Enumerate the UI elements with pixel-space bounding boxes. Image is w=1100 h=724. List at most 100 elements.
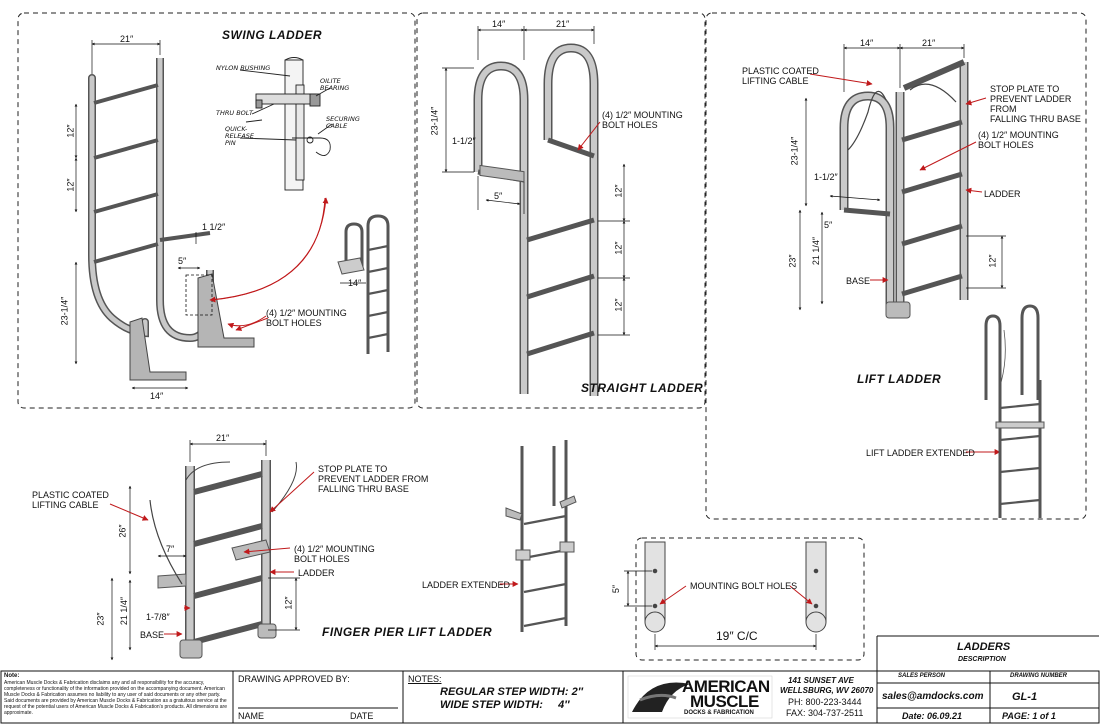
finger-bolt-holes: (4) 1/2″ MOUNTING BOLT HOLES: [294, 544, 375, 564]
straight-dim-21: 21″: [556, 19, 570, 29]
finger-dim-23: 23″: [95, 612, 106, 626]
lift-extended-view: [984, 304, 1045, 518]
straight-dim-23: 23-1/4″: [429, 106, 440, 136]
description-label: DESCRIPTION: [958, 656, 1006, 663]
swing-dimensions: [74, 40, 201, 390]
sales-person-label: SALES PERSON: [898, 673, 946, 679]
logo-text-muscle: MUSCLE: [690, 692, 759, 711]
lift-dim-14: 14″: [860, 38, 874, 48]
mount-bolt-holes: MOUNTING BOLT HOLES: [690, 581, 798, 591]
page-number: PAGE: 1 of 1: [1002, 711, 1056, 721]
swing-ladder-title: SWING LADDER: [222, 28, 322, 42]
drawing-approved-label: DRAWING APPROVED BY:: [238, 674, 350, 684]
detail-oilite-bearing: OILITE BEARING: [320, 77, 350, 92]
mount-dimensions: [624, 570, 817, 650]
straight-bolt-holes: (4) 1/2″ MOUNTING BOLT HOLES: [602, 110, 683, 130]
lift-base-label: BASE: [846, 276, 871, 286]
finger-base-label: BASE: [140, 630, 165, 640]
lift-bolt-holes: (4) 1/2″ MOUNTING BOLT HOLES: [978, 130, 1059, 150]
logo-text-american: AMERICAN: [682, 677, 770, 696]
sales-email[interactable]: sales@amdocks.com: [882, 691, 984, 702]
mount-dim-5: 5″: [611, 584, 622, 594]
straight-dim-14: 14″: [492, 19, 506, 29]
finger-dim-26: 26″: [117, 524, 128, 538]
finger-dimensions: [110, 440, 300, 661]
swing-dim-1-5: 1 1/2″: [202, 222, 226, 232]
finger-dim-21: 21″: [216, 433, 230, 443]
straight-ladder-title: STRAIGHT LADDER: [581, 381, 704, 395]
drawing-number: GL-1: [1012, 691, 1038, 703]
lift-dim-23: 23″: [787, 254, 798, 268]
lift-leaders: [809, 73, 1001, 455]
finger-ladder-drawing: [149, 460, 297, 659]
swing-dim-14: 14″: [150, 391, 164, 401]
swing-bolt-holes: (4) 1/2″ MOUNTING BOLT HOLES: [266, 308, 347, 328]
straight-ladder-drawing: [473, 43, 599, 396]
detail-nylon-bushing: NYLON BUSHING: [216, 64, 271, 72]
notes-label: NOTES:: [408, 674, 442, 684]
phone: PH: 800-223-3444: [788, 697, 862, 707]
name-label: NAME: [238, 711, 265, 721]
title-block-frame: [0, 635, 1100, 724]
swing-dim-5: 5″: [178, 256, 187, 266]
logo-mark: [627, 675, 773, 719]
swing-small-view: [337, 214, 390, 354]
detail-quick-release-pin: QUICK- RELEASE PIN: [225, 125, 255, 147]
swing-ladder-drawing: [88, 58, 255, 381]
straight-dimensions: [442, 26, 630, 336]
lift-dim-23-14: 23-1/4″: [789, 136, 800, 166]
lift-ladder-drawing: [839, 59, 969, 319]
note-body: American Muscle Docks & Fabrication disc…: [4, 680, 228, 716]
lift-extended-label: LIFT LADDER EXTENDED: [866, 448, 975, 458]
finger-stop-plate: STOP PLATE TO PREVENT LADDER FROM FALLIN…: [318, 464, 429, 494]
fax: FAX: 304-737-2511: [786, 708, 864, 718]
mount-box: [635, 537, 865, 661]
finger-cable-label: PLASTIC COATED LIFTING CABLE: [32, 490, 109, 510]
lift-cable-label: PLASTIC COATED LIFTING CABLE: [742, 66, 819, 86]
lift-dim-12: 12″: [987, 254, 998, 268]
swing-dim-23: 23-1/4″: [59, 296, 70, 326]
finger-dim-7: 7″: [166, 544, 175, 554]
swing-dim-12a: 12″: [65, 124, 76, 138]
swing-small-dim-14: 14″: [348, 278, 362, 288]
finger-dim-12: 12″: [283, 596, 294, 610]
swing-detail-sketch: [239, 57, 333, 191]
finger-dim-21-14: 21 1/4″: [119, 596, 130, 626]
ladder-extended-label: LADDER EXTENDED: [422, 580, 511, 590]
lift-dim-21: 21″: [922, 38, 936, 48]
lift-stop-plate: STOP PLATE TO PREVENT LADDER FROM FALLIN…: [990, 84, 1081, 124]
drawing-date: Date: 06.09.21: [902, 711, 963, 721]
logo-text-docks: DOCKS & FABRICATION: [684, 710, 754, 716]
straight-dim-12c: 12″: [613, 298, 624, 312]
swing-dim-21: 21″: [120, 34, 134, 44]
detail-securing-cable: SECURING CABLE: [326, 115, 360, 130]
date-field-label: DATE: [350, 711, 374, 721]
straight-dim-12b: 12″: [613, 241, 624, 255]
lift-dim-5: 5″: [824, 220, 833, 230]
lift-ladder-label: LADDER: [984, 189, 1021, 199]
swing-dim-12b: 12″: [65, 178, 76, 192]
note-heading: Note:: [4, 673, 20, 679]
ladder-extended-view: [505, 440, 577, 632]
finger-pier-title: FINGER PIER LIFT LADDER: [322, 625, 493, 639]
lift-ladder-title: LIFT LADDER: [857, 372, 942, 386]
wide-step-width: WIDE STEP WIDTH: 4″: [440, 699, 570, 711]
mount-dim-cc: 19″ C/C: [716, 629, 758, 643]
finger-leaders: [109, 471, 315, 637]
straight-dim-1-5: 1-1/2″: [452, 136, 476, 146]
straight-dim-12a: 12″: [613, 184, 624, 198]
lift-dim-21-14: 21 1/4″: [811, 236, 822, 266]
address-line-1: 141 SUNSET AVE: [788, 676, 854, 685]
straight-dim-5: 5″: [494, 191, 503, 201]
detail-thru-bolt: THRU BOLT: [216, 109, 253, 117]
lift-dimensions: [798, 44, 1006, 311]
regular-step-width: REGULAR STEP WIDTH: 2″: [440, 686, 583, 698]
section-borders: [17, 12, 1087, 520]
address-line-2: WELLSBURG, WV 26070: [780, 686, 874, 695]
drawing-heading: LADDERS: [957, 641, 1011, 653]
lift-dim-1-5: 1-1/2″: [814, 172, 838, 182]
finger-ladder-label: LADDER: [298, 568, 335, 578]
drawing-number-label: DRAWING NUMBER: [1010, 673, 1067, 679]
